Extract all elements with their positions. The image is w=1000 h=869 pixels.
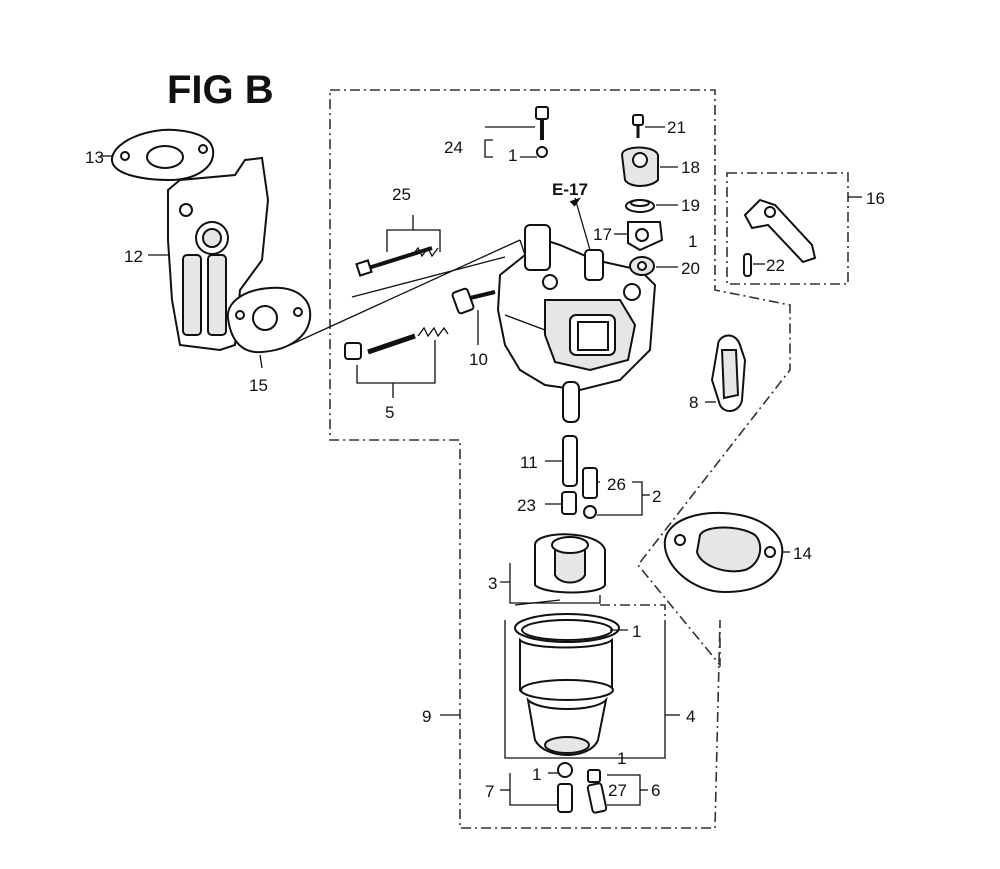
callout-labels: 13 12 15 25 5 10 24 1 21 18 19 17 1 20 1… bbox=[85, 118, 885, 801]
part-7-drain-screw bbox=[500, 762, 573, 813]
float-bowl-outline bbox=[600, 604, 666, 620]
callout-1-lever: 1 bbox=[688, 232, 697, 251]
part-4-float-bowl bbox=[504, 599, 680, 759]
callout-8: 8 bbox=[689, 393, 698, 412]
callout-12: 12 bbox=[124, 247, 143, 266]
part-13-gasket bbox=[100, 128, 215, 182]
callout-1-drain: 1 bbox=[532, 765, 541, 784]
callout-20: 20 bbox=[681, 259, 700, 278]
callout-18: 18 bbox=[681, 158, 700, 177]
callout-27: 27 bbox=[608, 781, 627, 800]
part-18-lever bbox=[620, 146, 678, 187]
choke-lever-group-outline bbox=[726, 172, 849, 285]
callout-5: 5 bbox=[385, 403, 394, 422]
callout-13: 13 bbox=[85, 148, 104, 167]
callout-21: 21 bbox=[667, 118, 686, 137]
callout-1-right: 1 bbox=[617, 749, 626, 768]
callout-3-label: 3 bbox=[488, 574, 497, 593]
carburetor-assembly-outline bbox=[329, 89, 791, 829]
part-26-jet bbox=[582, 467, 650, 519]
callout-25: 25 bbox=[392, 185, 411, 204]
part-25-pilot-screw bbox=[351, 215, 506, 298]
part-11-main-jet bbox=[545, 435, 578, 487]
callout-17: 17 bbox=[593, 225, 612, 244]
callout-2: 2 bbox=[652, 487, 661, 506]
part-19-spring bbox=[625, 199, 678, 213]
part-5-throttle-screw bbox=[344, 326, 449, 398]
figure-title: FIG B bbox=[167, 68, 274, 112]
carburetor-body bbox=[496, 224, 657, 423]
part-21-screw bbox=[632, 114, 665, 138]
part-20-nut bbox=[629, 256, 678, 276]
callout-6: 6 bbox=[651, 781, 660, 800]
part-17-lever bbox=[614, 221, 664, 252]
part-24-screw bbox=[484, 106, 549, 158]
callout-19: 19 bbox=[681, 196, 700, 215]
callout-26: 26 bbox=[607, 475, 626, 494]
part-12-bracket bbox=[148, 156, 270, 352]
callout-1-bowl: 1 bbox=[632, 622, 641, 641]
part-15-gasket bbox=[226, 239, 526, 369]
part-22-pin bbox=[743, 253, 765, 277]
part-10-screw bbox=[451, 287, 496, 345]
part-8-gasket bbox=[705, 334, 747, 412]
callout-16: 16 bbox=[866, 189, 885, 208]
part-23-jet bbox=[545, 491, 577, 515]
assembly-boundary bbox=[329, 89, 849, 829]
callout-4: 4 bbox=[686, 707, 695, 726]
callout-15: 15 bbox=[249, 376, 268, 395]
reference-label: E-17 bbox=[552, 180, 588, 199]
part-3-float bbox=[500, 533, 606, 604]
callout-23: 23 bbox=[517, 496, 536, 515]
reference-arrow: E-17 bbox=[552, 180, 591, 251]
callout-1-top: 1 bbox=[508, 146, 517, 165]
part-6-screw bbox=[586, 769, 648, 814]
callout-11: 11 bbox=[520, 453, 538, 472]
callout-22: 22 bbox=[766, 256, 785, 275]
callout-9: 9 bbox=[422, 707, 431, 726]
callout-7: 7 bbox=[485, 782, 494, 801]
callout-14: 14 bbox=[793, 544, 812, 563]
callout-24: 24 bbox=[444, 138, 463, 157]
part-16-choke-lever bbox=[743, 196, 862, 264]
callout-10: 10 bbox=[469, 350, 488, 369]
part-14-insulator bbox=[663, 511, 790, 594]
